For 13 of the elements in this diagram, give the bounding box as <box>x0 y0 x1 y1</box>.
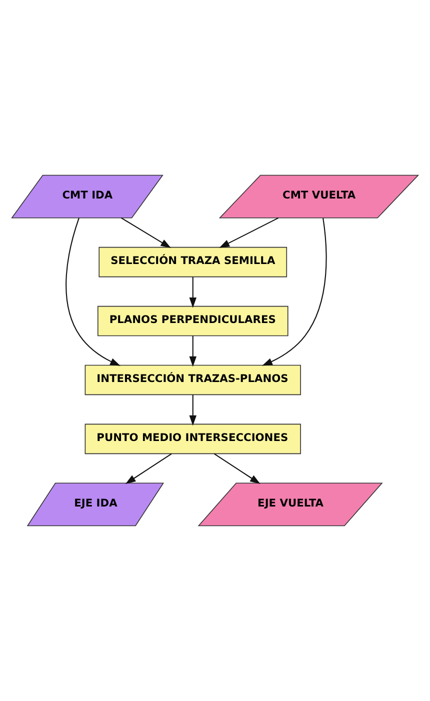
arrow <box>189 277 196 308</box>
node-box: SELECCIÓN TRAZA SEMILLA <box>98 246 288 278</box>
arrow <box>262 218 327 366</box>
arrow <box>189 336 196 367</box>
arrow <box>219 217 279 248</box>
node-box: PLANOS PERPENDICULARES <box>98 306 288 336</box>
arrow <box>189 394 196 426</box>
arrow <box>120 217 171 248</box>
arrow <box>214 453 260 484</box>
node-box: PUNTO MEDIO INTERSECCIONES <box>84 424 301 454</box>
arrow <box>125 453 172 484</box>
node-box: INTERSECCIÓN TRAZAS-PLANOS <box>84 364 301 396</box>
arrow <box>66 218 120 366</box>
